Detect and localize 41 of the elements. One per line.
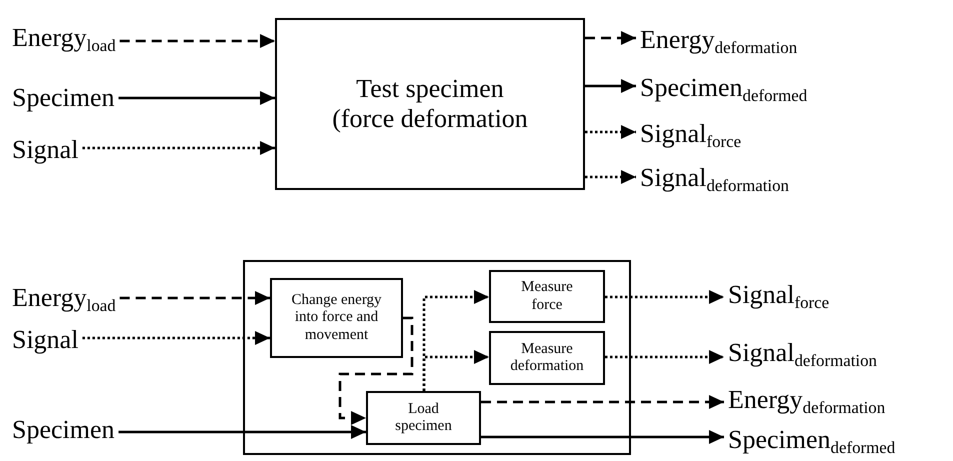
process-box	[489, 331, 605, 385]
output-label: Signal$_{deformation}$	[636, 164, 794, 196]
process-box	[270, 278, 403, 358]
input-label: Signal	[8, 136, 82, 164]
output-label: Signal$_{force}$	[724, 281, 834, 313]
output-label: Specimen$_{deformed}$	[724, 426, 900, 458]
process-box	[275, 18, 585, 190]
box-text: Test specimen (force deformation	[331, 74, 529, 134]
arrow	[120, 34, 275, 48]
arrow	[585, 31, 636, 45]
arrow	[585, 79, 636, 93]
process-box	[366, 391, 481, 445]
system-boundary-box	[243, 260, 631, 455]
arrow	[481, 430, 724, 444]
input-label: Signal	[8, 326, 82, 354]
box-text: Change energy into force and movement	[290, 292, 383, 344]
output-label: Specimen$_{deformed}$	[636, 74, 812, 106]
process-box	[489, 270, 605, 323]
input-label: Specimen	[8, 84, 119, 112]
arrow	[605, 350, 724, 364]
box-text: Measure deformation	[509, 340, 585, 376]
output-label: Signal$_{deformation}$	[724, 339, 882, 371]
arrow	[338, 316, 414, 425]
arrow	[481, 395, 724, 409]
arrow	[118, 425, 366, 439]
input-label: Specimen	[8, 416, 119, 444]
box-text: Measure force	[520, 279, 574, 314]
arrow	[585, 125, 636, 139]
arrow	[120, 291, 270, 305]
arrow	[585, 170, 636, 184]
arrow	[82, 331, 270, 345]
arrow	[605, 290, 724, 304]
arrow	[118, 91, 275, 105]
output-label: Energy$_{deformation}$	[724, 386, 890, 418]
arrow	[422, 350, 489, 391]
box-text: Load specimen	[394, 400, 453, 436]
output-label: Signal$_{force}$	[636, 120, 746, 152]
arrow	[82, 141, 275, 155]
input-label: Energy$_{load}$	[8, 24, 120, 56]
input-label: Energy$_{load}$	[8, 284, 120, 316]
output-label: Energy$_{deformation}$	[636, 26, 802, 58]
